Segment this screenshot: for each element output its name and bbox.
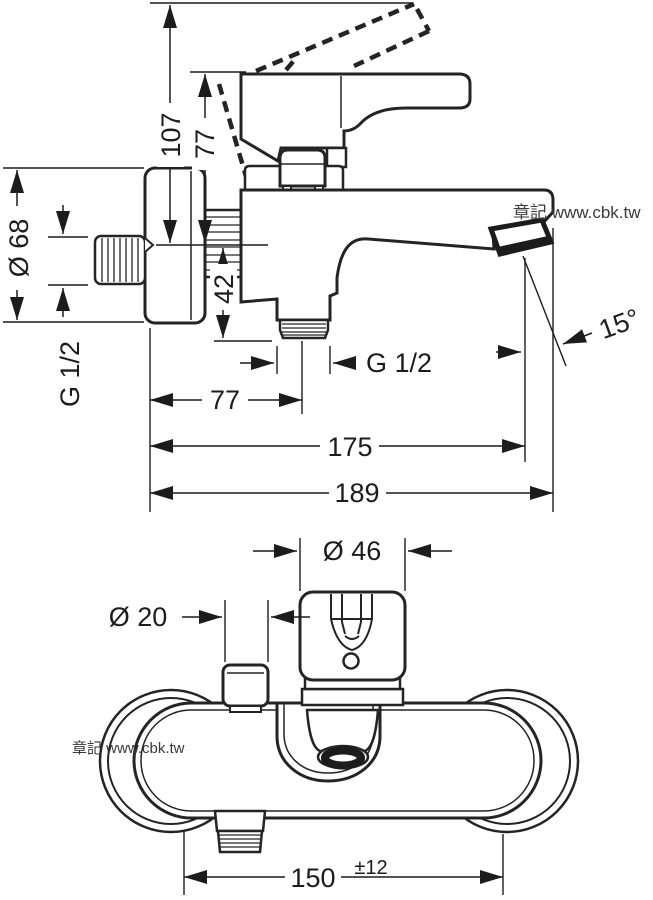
dim-label-handle-diameter: Ø 46	[323, 536, 382, 566]
bottom-view-dimensions	[182, 538, 504, 895]
dim-label-outlet-offset: 42	[209, 274, 239, 304]
side-view-labels: 107 77 Ø 68 G 1/2 42 G 1/2 15° 77 175 18…	[4, 112, 644, 508]
outlet-thread-top-view	[216, 829, 264, 854]
inlet-cone-tip	[144, 237, 155, 253]
dim-label-depth-to-spray: 175	[327, 432, 372, 462]
dim-label-connection-distance: 150	[290, 863, 335, 893]
lever-handle	[239, 72, 472, 164]
diverter-knob	[221, 663, 270, 708]
label-backgrounds	[4, 103, 237, 310]
inlet-thread-lines	[101, 238, 139, 282]
dim-label-depth-to-outlet: 77	[210, 385, 240, 415]
dim-label-outlet-thread: G 1/2	[366, 348, 432, 378]
handle-base-plate	[300, 687, 405, 707]
bottom-view-drawing	[98, 590, 580, 854]
side-view-dimensions	[3, 2, 593, 512]
aerator-ring-top-view	[321, 746, 365, 770]
lever-open-position-dashed	[216, 1, 431, 181]
outlet-collar-top-view	[213, 809, 267, 833]
side-view-drawing	[93, 1, 555, 340]
dim-label-depth-total: 189	[334, 478, 379, 508]
dim-label-height-open: 107	[156, 112, 186, 157]
spray-angle-line	[522, 255, 567, 367]
dim-label-spray-angle: 15°	[595, 303, 644, 345]
watermark-bottom: 章記 www.cbk.tw	[72, 739, 185, 757]
body-rear-ledge	[325, 146, 348, 169]
dim-label-escutcheon-diameter: Ø 68	[4, 219, 34, 278]
dim-label-inlet-thread: G 1/2	[55, 341, 85, 407]
outlet-thread-lines-top-view	[219, 834, 261, 848]
diverter-knob-foot	[229, 705, 262, 713]
aerator-face	[497, 236, 549, 253]
handle-screw-hole	[342, 652, 360, 670]
bottom-view-labels: Ø 46 Ø 20 150 ±12 章記 www.cbk.tw	[72, 536, 388, 893]
handle-top-view	[298, 590, 407, 682]
spout-top-view-inner	[283, 703, 374, 774]
arrow-15-right	[562, 329, 593, 345]
cartridge-collar	[278, 148, 327, 188]
dim-label-connection-tolerance: ±12	[354, 857, 387, 879]
dim-label-height-lever: 77	[190, 129, 220, 159]
outlet-thread-lines	[282, 323, 326, 336]
body-and-spout	[239, 188, 555, 322]
dim-label-diverter-diameter: Ø 20	[109, 602, 168, 632]
watermark-side: 章記 www.cbk.tw	[513, 203, 641, 222]
handle-top-view-details	[330, 594, 373, 652]
